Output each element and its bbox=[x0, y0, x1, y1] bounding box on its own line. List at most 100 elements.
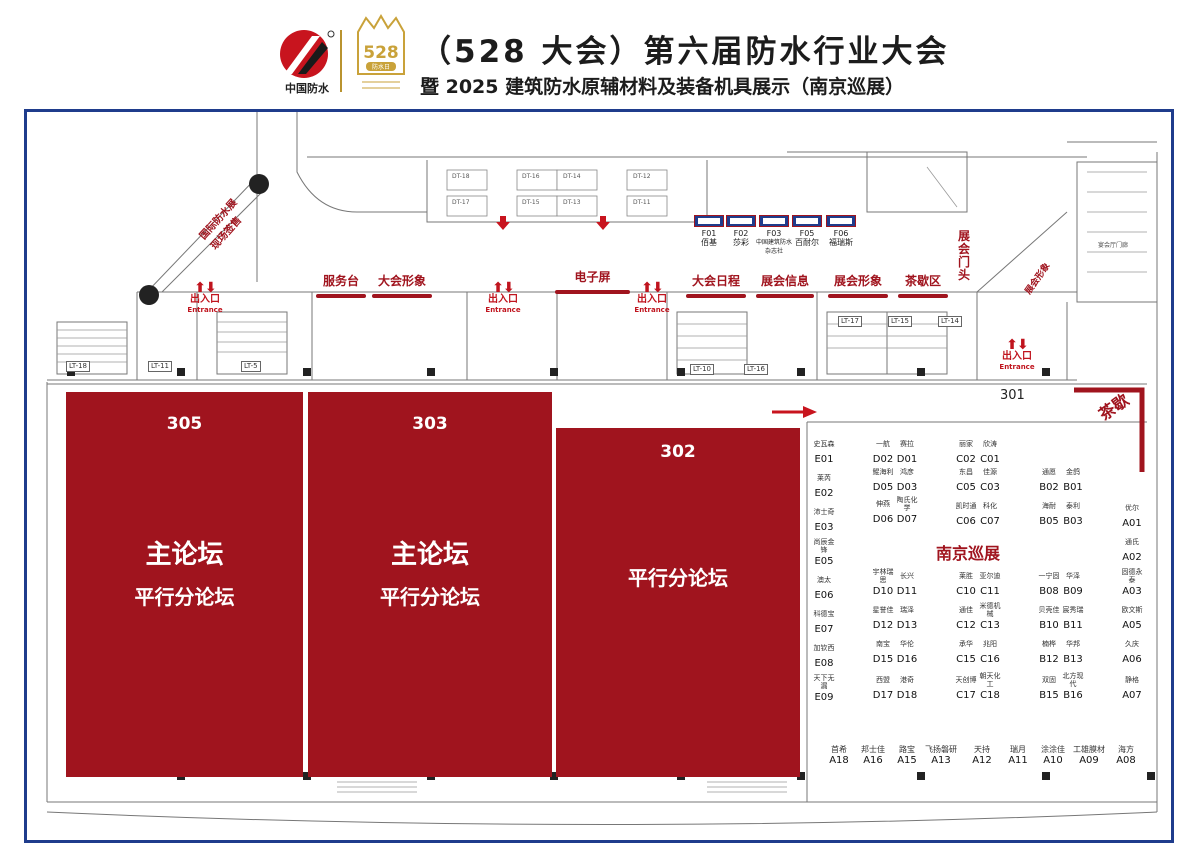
sign-electronic-screen: 电子屏 bbox=[555, 268, 630, 294]
header-divider bbox=[340, 30, 342, 92]
sign-tea-area: 茶歇区 bbox=[898, 272, 948, 298]
sign-exhibition-door: 展会门头 bbox=[957, 229, 970, 282]
page-subtitle: 暨 2025 建筑防水原辅材料及装备机具展示（南京巡展） bbox=[420, 76, 905, 98]
floor-plan-frame bbox=[24, 109, 1174, 843]
room-label: DT-15 bbox=[522, 199, 540, 206]
exhibition-title: 南京巡展 bbox=[936, 544, 1001, 563]
lift-label: LT-15 bbox=[888, 316, 913, 327]
hall-305[interactable]: 305 主论坛 平行分论坛 bbox=[66, 392, 303, 777]
area-301-label: 301 bbox=[1000, 388, 1025, 403]
logo-caption: 中国防水 bbox=[285, 82, 329, 95]
page-title: （528 大会）第六届防水行业大会 bbox=[420, 34, 950, 70]
sign-conference-image: 大会形象 bbox=[372, 272, 432, 298]
hall-303[interactable]: 303 主论坛 平行分论坛 bbox=[308, 392, 552, 777]
hall-subtitle: 平行分论坛 bbox=[134, 585, 235, 609]
lift-label: LT-5 bbox=[241, 361, 261, 372]
hall-subtitle: 平行分论坛 bbox=[380, 585, 480, 609]
sign-exhibition-image: 展会形象 bbox=[828, 272, 888, 298]
lift-label: LT-11 bbox=[148, 361, 173, 372]
hall-number: 303 bbox=[412, 414, 448, 434]
room-label: DT-16 bbox=[522, 173, 540, 180]
hall-302[interactable]: 302 平行分论坛 bbox=[556, 428, 800, 777]
lift-label: LT-10 bbox=[690, 364, 715, 375]
hall-subtitle: 平行分论坛 bbox=[628, 566, 728, 590]
lift-label: LT-16 bbox=[744, 364, 769, 375]
svg-text:防水日: 防水日 bbox=[372, 63, 390, 71]
sign-exhibition-info: 展会信息 bbox=[756, 272, 814, 298]
room-label: DT-12 bbox=[633, 173, 651, 180]
lift-label: LT-18 bbox=[66, 361, 91, 372]
lift-label: LT-14 bbox=[938, 316, 963, 327]
room-label: DT-17 bbox=[452, 199, 470, 206]
